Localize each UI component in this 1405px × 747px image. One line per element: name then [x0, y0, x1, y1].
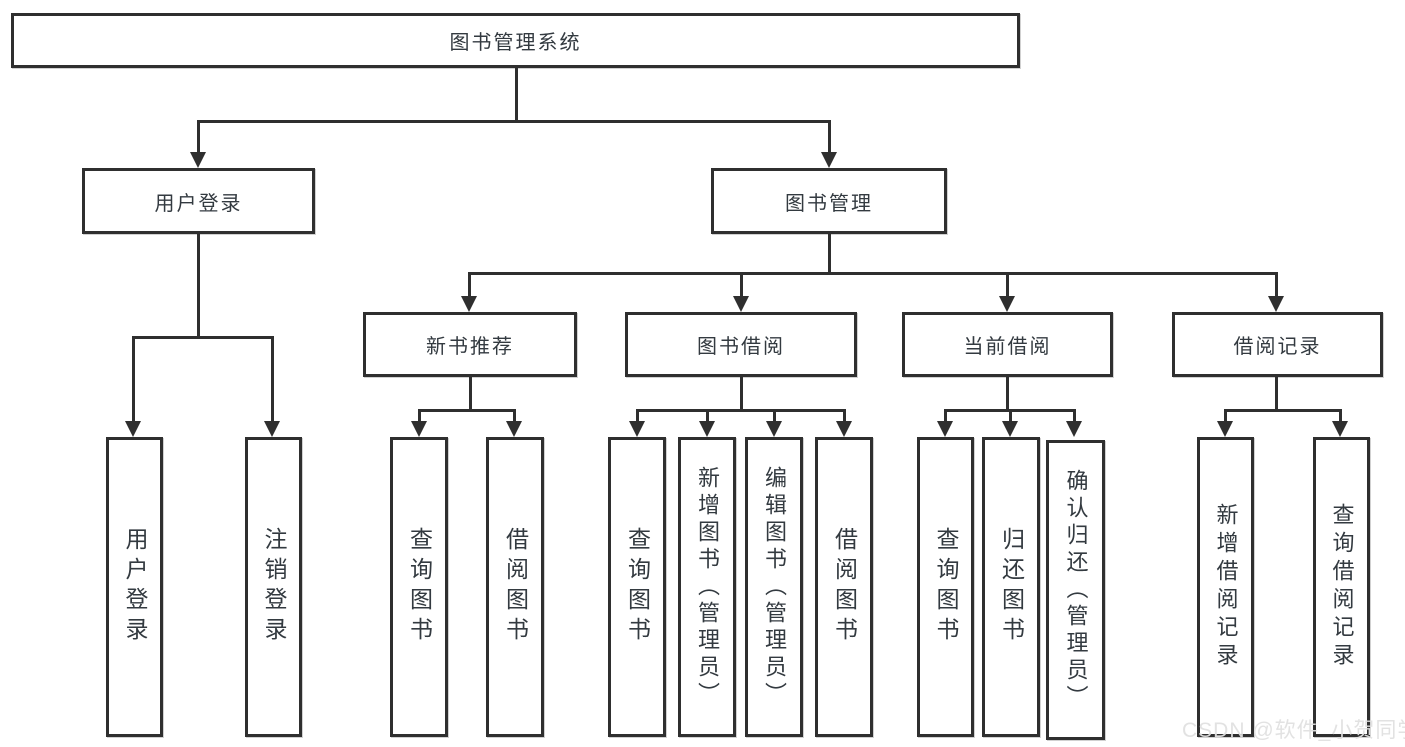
arrow-down-icon — [1217, 421, 1233, 437]
node-leaf-borrow-books-recommend: 借阅图书 — [486, 437, 544, 737]
node-library-management-system: 图书管理系统 — [11, 13, 1020, 68]
node-label: 借阅记录 — [1233, 336, 1322, 358]
arrow-down-icon — [1002, 421, 1018, 437]
connector-to-leaf — [418, 409, 421, 422]
connector-to-borrow-records — [1275, 272, 1278, 298]
node-label: 新增借阅记录 — [1213, 503, 1239, 671]
connector-book-management-stem — [828, 234, 831, 272]
connector-root-stem — [515, 68, 518, 120]
node-label: 用户登录 — [154, 192, 243, 215]
arrow-down-icon — [1268, 296, 1284, 312]
connector-to-current-borrow — [1006, 272, 1009, 298]
node-leaf-query-books-current: 查询图书 — [917, 437, 974, 737]
node-label: 图书管理 — [785, 192, 873, 215]
arrow-down-icon — [461, 296, 477, 312]
arrow-down-icon — [264, 421, 280, 437]
connector-borrow-records-stem — [1275, 377, 1278, 409]
connector-to-leaf — [944, 409, 947, 422]
connector-user-login-rail — [132, 336, 274, 339]
node-label: 借阅图书 — [831, 527, 858, 647]
node-leaf-logout: 注销登录 — [245, 437, 302, 737]
connector-to-leaf — [706, 409, 709, 422]
node-label: 编辑图书（管理员） — [762, 465, 787, 709]
node-leaf-query-books-recommend: 查询图书 — [390, 437, 448, 737]
node-leaf-add-borrow-record: 新增借阅记录 — [1197, 437, 1254, 737]
connector-to-leaf — [1224, 409, 1227, 422]
connector-book-management-rail — [468, 272, 1278, 275]
connector-to-leaf — [1073, 409, 1076, 422]
connector-to-new-book-recommend — [468, 272, 471, 298]
node-label: 新增图书（管理员） — [695, 465, 720, 709]
csdn-watermark: CSDN @软件_小贺同学 — [1182, 719, 1405, 742]
arrow-down-icon — [125, 421, 141, 437]
connector-borrow-records-rail — [1224, 409, 1341, 412]
arrow-down-icon — [411, 421, 427, 437]
arrow-down-icon — [821, 152, 837, 168]
node-label: 确认归还（管理员） — [1063, 468, 1089, 712]
connector-to-leaf — [843, 409, 846, 422]
node-label: 查询借阅记录 — [1329, 503, 1355, 671]
arrow-down-icon — [1066, 421, 1082, 437]
node-label: 用户登录 — [122, 527, 148, 647]
connector-to-leaf — [1339, 409, 1342, 422]
node-leaf-user-login: 用户登录 — [106, 437, 163, 737]
node-leaf-confirm-return-admin: 确认归还（管理员） — [1046, 440, 1105, 740]
connector-to-leaf — [636, 409, 639, 422]
connector-user-login-stem — [197, 234, 200, 336]
node-label: 图书管理系统 — [449, 32, 582, 54]
arrow-down-icon — [1332, 421, 1348, 437]
node-label: 借阅图书 — [502, 527, 529, 647]
node-book-borrow: 图书借阅 — [625, 312, 857, 377]
node-label: 新书推荐 — [426, 336, 514, 358]
node-leaf-borrow-books-borrow: 借阅图书 — [815, 437, 873, 737]
node-borrow-records: 借阅记录 — [1172, 312, 1383, 377]
node-leaf-edit-books-admin: 编辑图书（管理员） — [745, 437, 803, 737]
connector-to-book-borrow — [740, 272, 743, 298]
connector-to-user-login — [197, 120, 200, 154]
node-label: 图书借阅 — [697, 336, 785, 358]
arrow-down-icon — [937, 421, 953, 437]
connector-root-rail — [197, 120, 831, 123]
connector-book-borrow-stem — [740, 377, 743, 409]
node-user-login: 用户登录 — [82, 168, 315, 234]
node-new-book-recommend: 新书推荐 — [363, 312, 577, 377]
arrow-down-icon — [190, 152, 206, 168]
node-label: 当前借阅 — [963, 336, 1052, 358]
node-leaf-query-borrow-record: 查询借阅记录 — [1313, 437, 1370, 737]
node-label: 查询图书 — [406, 527, 433, 647]
connector-to-leaf-user-login — [132, 336, 135, 422]
connector-current-borrow-stem — [1006, 377, 1009, 409]
arrow-down-icon — [836, 421, 852, 437]
node-label: 归还图书 — [998, 527, 1025, 647]
arrow-down-icon — [699, 421, 715, 437]
connector-new-book-recommend-stem — [469, 377, 472, 409]
connector-to-leaf-logout — [271, 336, 274, 422]
connector-to-leaf — [773, 409, 776, 422]
arrow-down-icon — [629, 421, 645, 437]
node-current-borrow: 当前借阅 — [902, 312, 1113, 377]
connector-book-borrow-rail — [636, 409, 844, 412]
arrow-down-icon — [999, 296, 1015, 312]
arrow-down-icon — [766, 421, 782, 437]
connector-to-leaf — [513, 409, 516, 422]
node-leaf-return-books: 归还图书 — [982, 437, 1040, 737]
arrow-down-icon — [506, 421, 522, 437]
node-book-management: 图书管理 — [711, 168, 947, 234]
arrow-down-icon — [733, 296, 749, 312]
node-leaf-query-books-borrow: 查询图书 — [608, 437, 666, 737]
connector-new-book-recommend-rail — [418, 409, 516, 412]
node-label: 注销登录 — [261, 527, 287, 647]
connector-to-leaf — [1009, 409, 1012, 422]
node-label: 查询图书 — [624, 527, 651, 647]
node-leaf-add-books-admin: 新增图书（管理员） — [678, 437, 736, 737]
node-label: 查询图书 — [933, 527, 959, 647]
connector-to-book-management — [828, 120, 831, 154]
